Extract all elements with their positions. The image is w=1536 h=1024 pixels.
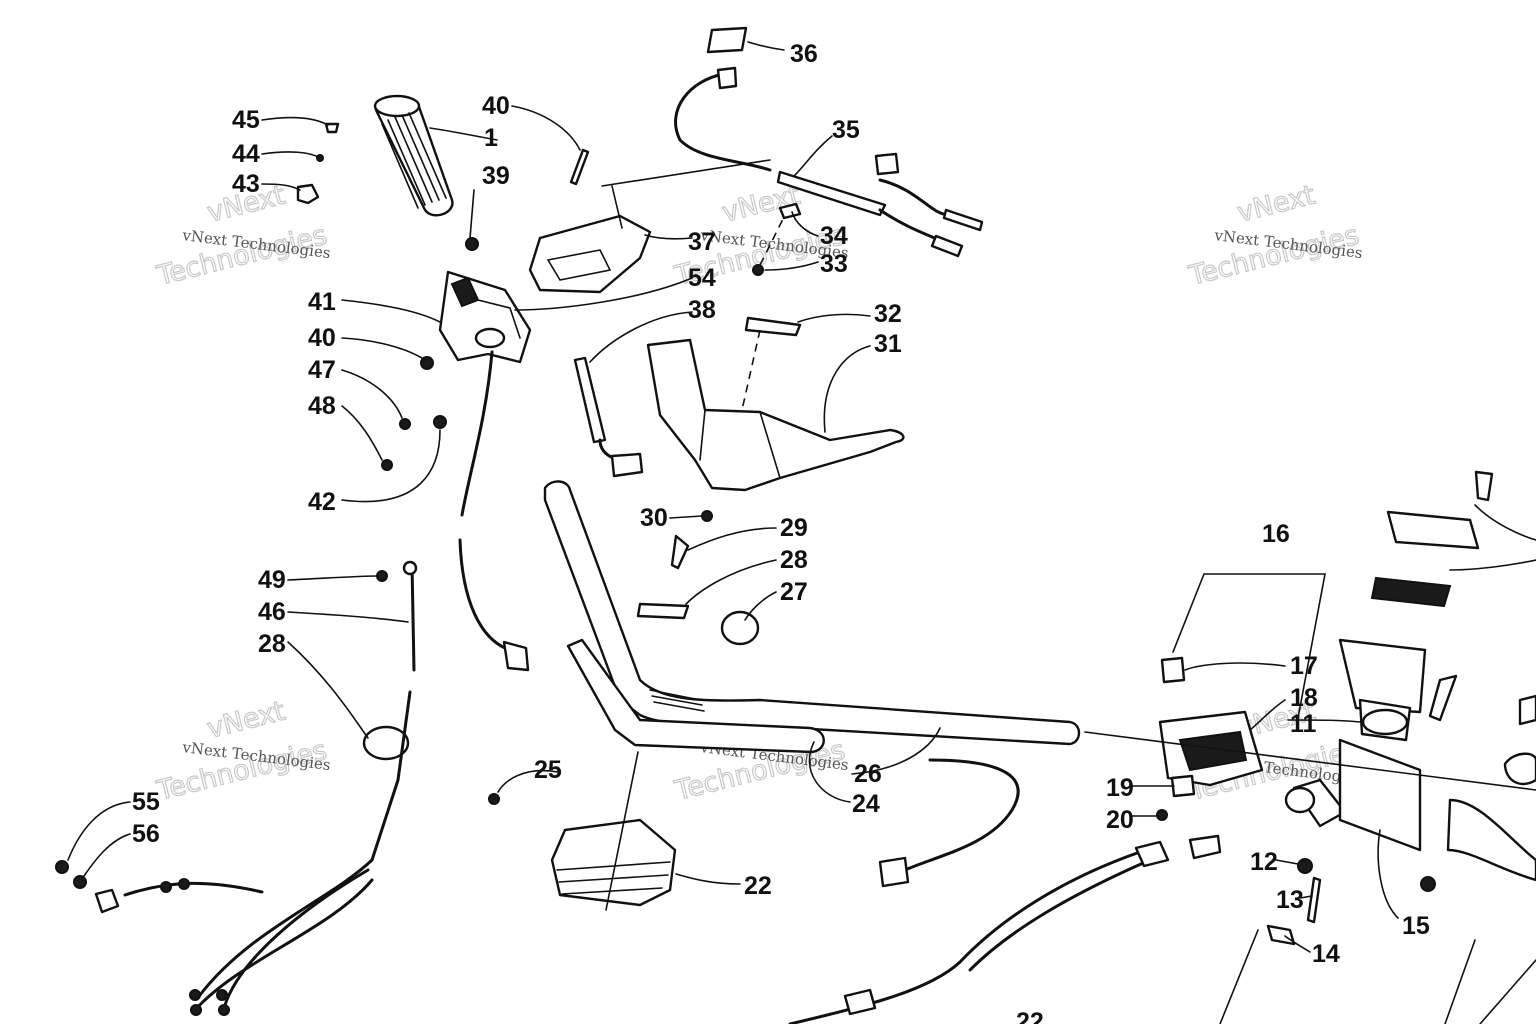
- callout-27: 26: [854, 760, 882, 788]
- callout-34: 33: [820, 250, 848, 278]
- callout-40: 40: [308, 324, 336, 352]
- callout-32: 31: [874, 330, 902, 358]
- callout-11: 11: [1290, 710, 1317, 738]
- callout-45: 44: [232, 140, 260, 168]
- callout-17: 17: [1290, 652, 1318, 680]
- callout-14: 14: [1312, 940, 1340, 968]
- callout-54: 54: [688, 264, 716, 292]
- fastener-icon: [752, 202, 802, 276]
- callout-16: 16: [1262, 520, 1290, 548]
- callout-labels: 40 1 39 45 44 43 41 40 47 48 42 37 54 38…: [132, 40, 1430, 1024]
- callout-1: 1: [484, 124, 498, 152]
- callout-29: 28: [780, 546, 808, 574]
- callout-18: 18: [1290, 684, 1318, 712]
- callout-35: 34: [820, 222, 848, 250]
- choke-cable-icon: [55, 560, 418, 1016]
- callout-19: 19: [1106, 774, 1134, 802]
- callout-22: 22: [1016, 1008, 1044, 1024]
- callout-30: 29: [780, 514, 808, 542]
- callout-20: 20: [1106, 806, 1134, 834]
- throttle-housing-icon: [438, 270, 532, 364]
- callout-55: 55: [132, 788, 160, 816]
- callout-43: 42: [308, 488, 336, 516]
- watermark-top-right: vNext Technologies vNext Technologies: [1185, 179, 1364, 293]
- callout-48: 47: [308, 356, 336, 384]
- throttle-cable-icon: [460, 350, 494, 517]
- wiring-harness-icon: [601, 26, 984, 258]
- callout-28: 27: [780, 578, 808, 606]
- leader-lines: [67, 41, 1399, 953]
- callout-47: 46: [258, 598, 286, 626]
- cable-connector-icon: [502, 640, 530, 672]
- callout-24: 22: [744, 872, 772, 900]
- callout-50: 49: [258, 566, 286, 594]
- callout-26: 24: [852, 790, 880, 818]
- callout-28: 28: [258, 630, 286, 658]
- callout-41: 40: [482, 92, 510, 120]
- callout-46: 45: [232, 106, 260, 134]
- clamp-icon: [636, 510, 760, 646]
- callout-39: 38: [688, 296, 716, 324]
- callout-37: 36: [790, 40, 818, 68]
- grip-icon: [373, 94, 454, 217]
- callout-40: 39: [482, 162, 510, 190]
- callout-31: 30: [640, 504, 668, 532]
- callout-12: 12: [1250, 848, 1278, 876]
- callout-13: 13: [1276, 886, 1304, 914]
- watermark-text-big: vNext: [204, 696, 288, 745]
- handlebar-icon: [543, 480, 1081, 754]
- callout-44: 43: [232, 170, 260, 198]
- throttle-cable-icon: [458, 538, 512, 652]
- callout-15: 15: [1402, 912, 1430, 940]
- sensor-wire-icon: [573, 356, 644, 478]
- callout-42: 41: [308, 288, 336, 316]
- watermark-bottom-left: vNext Technologies vNext Technologies: [153, 695, 332, 808]
- bracket-icon: [528, 214, 652, 294]
- hardware-cluster-left: [296, 122, 479, 471]
- callout-25: 25: [534, 756, 562, 784]
- callout-56: 56: [132, 820, 160, 848]
- callout-49: 48: [308, 392, 336, 420]
- callout-33: 32: [874, 300, 902, 328]
- callout-38: 37: [688, 228, 716, 256]
- main-harness-icon: [788, 758, 1222, 1024]
- bolt-icon: [569, 148, 590, 186]
- brake-lever-icon: [1084, 470, 1536, 1024]
- watermark-text-big: vNext: [1234, 180, 1318, 229]
- handlebar-console-icon: [646, 316, 905, 492]
- handlebar-pad-icon: [488, 793, 677, 907]
- callout-36: 35: [832, 116, 860, 144]
